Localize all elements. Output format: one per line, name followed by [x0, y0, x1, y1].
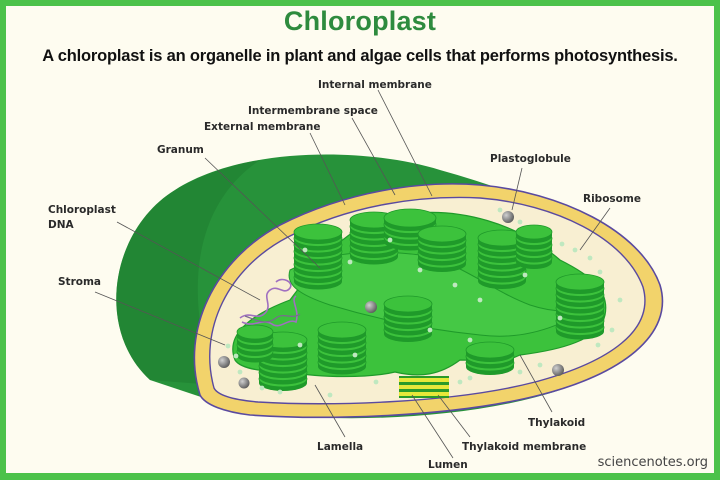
thylakoid-disc	[515, 224, 553, 240]
leader-thylakoid	[519, 354, 553, 413]
granum-stack	[417, 225, 467, 272]
ribosome-dot	[457, 379, 463, 385]
ribosome-dot	[537, 362, 543, 368]
ribosome-dot	[452, 282, 458, 288]
plastoglobule-dot	[238, 377, 250, 389]
leader-ribosome	[579, 207, 611, 251]
ribosome-dot	[557, 315, 563, 321]
label-thylakoid-membrane: Thylakoid membrane	[462, 441, 586, 453]
ribosome-dot	[259, 385, 265, 391]
page-title: Chloroplast	[283, 6, 437, 36]
ribosome-dot	[559, 241, 565, 247]
ribosome-dot	[297, 342, 303, 348]
leader-chloroplast-dna	[116, 221, 261, 301]
thylakoid-disc	[317, 321, 367, 339]
ribosome-dot	[327, 392, 333, 398]
ribosome-dot	[373, 379, 379, 385]
label-ribosome: Ribosome	[583, 193, 641, 205]
ribosome-dot	[233, 353, 239, 359]
plastoglobule-dot	[365, 301, 377, 313]
granum-stack	[555, 273, 605, 340]
leader-thylakoid-membrane	[437, 394, 471, 438]
granum-stack	[293, 223, 343, 290]
ribosome-dot	[617, 297, 623, 303]
label-chloroplast-dna-line1: Chloroplast	[48, 204, 116, 216]
ribosome-dot	[467, 337, 473, 343]
lumen-stack	[399, 376, 449, 398]
leader-granum	[204, 157, 321, 269]
label-intermembrane-space: Intermembrane space	[248, 105, 378, 117]
outer-shell-shade	[116, 160, 260, 385]
leader-stroma	[94, 291, 226, 346]
leader-plastoglobule	[511, 167, 523, 211]
ribosome-dot	[302, 247, 308, 253]
ribosome-dot	[277, 389, 283, 395]
ribosome-dot	[609, 327, 615, 333]
label-granum: Granum	[157, 144, 204, 156]
label-plastoglobule: Plastoglobule	[490, 153, 571, 165]
ribosome-dot	[467, 375, 473, 381]
ribosome-dot	[352, 352, 358, 358]
ribosome-dot	[347, 259, 353, 265]
ribosome-dot	[237, 369, 243, 375]
thylakoid-disc	[383, 208, 437, 228]
granum-stack	[515, 224, 553, 269]
ribosome-dot	[597, 269, 603, 275]
granum-stack	[383, 295, 433, 342]
label-lumen: Lumen	[428, 459, 468, 471]
ribosome-dot	[477, 297, 483, 303]
chloroplast-dna	[239, 278, 298, 327]
leader-external-membrane	[309, 132, 346, 206]
label-internal-membrane: Internal membrane	[318, 79, 432, 91]
ribosome-dot	[517, 369, 523, 375]
thylakoid-disc	[465, 341, 515, 359]
thylakoid-disc	[236, 324, 274, 340]
ribosome-dot	[497, 207, 503, 213]
label-thylakoid: Thylakoid	[528, 417, 585, 429]
leader-intermembrane-space	[351, 117, 396, 196]
plastoglobule-dot	[218, 356, 230, 368]
ribosome-dot	[595, 342, 601, 348]
leader-lamella	[314, 384, 346, 438]
label-chloroplast-dna-line2: DNA	[48, 219, 75, 231]
grana-group	[236, 208, 605, 391]
granum-stack	[317, 321, 367, 375]
plastoglobule-dot	[502, 211, 514, 223]
leader-lumen	[411, 394, 454, 459]
label-external-membrane: External membrane	[204, 121, 320, 133]
ribosome-dot	[572, 247, 578, 253]
source-credit: sciencenotes.org	[597, 455, 708, 470]
granum-stack	[477, 229, 527, 289]
ribosome-dot	[517, 219, 523, 225]
thylakoid-disc	[383, 295, 433, 313]
thylakoid-disc	[417, 225, 467, 243]
label-lamella: Lamella	[317, 441, 363, 453]
ribosomes-group	[225, 207, 623, 398]
thylakoid-disc	[555, 273, 605, 291]
ribosome-dot	[417, 267, 423, 273]
ribosome-dot	[225, 343, 231, 349]
plastoglobule-dot	[552, 364, 564, 376]
leader-lines	[94, 89, 611, 459]
ribosome-dot	[387, 237, 393, 243]
granum-stack	[465, 341, 515, 375]
thylakoid-disc	[293, 223, 343, 241]
page-subtitle: A chloroplast is an organelle in plant a…	[42, 47, 678, 65]
label-stroma: Stroma	[58, 276, 101, 288]
chloroplast-dna-2	[244, 313, 301, 323]
ribosome-dot	[427, 327, 433, 333]
granum-stack	[236, 324, 274, 363]
ribosome-dot	[587, 255, 593, 261]
ribosome-dot	[522, 272, 528, 278]
leader-internal-membrane	[377, 89, 433, 197]
